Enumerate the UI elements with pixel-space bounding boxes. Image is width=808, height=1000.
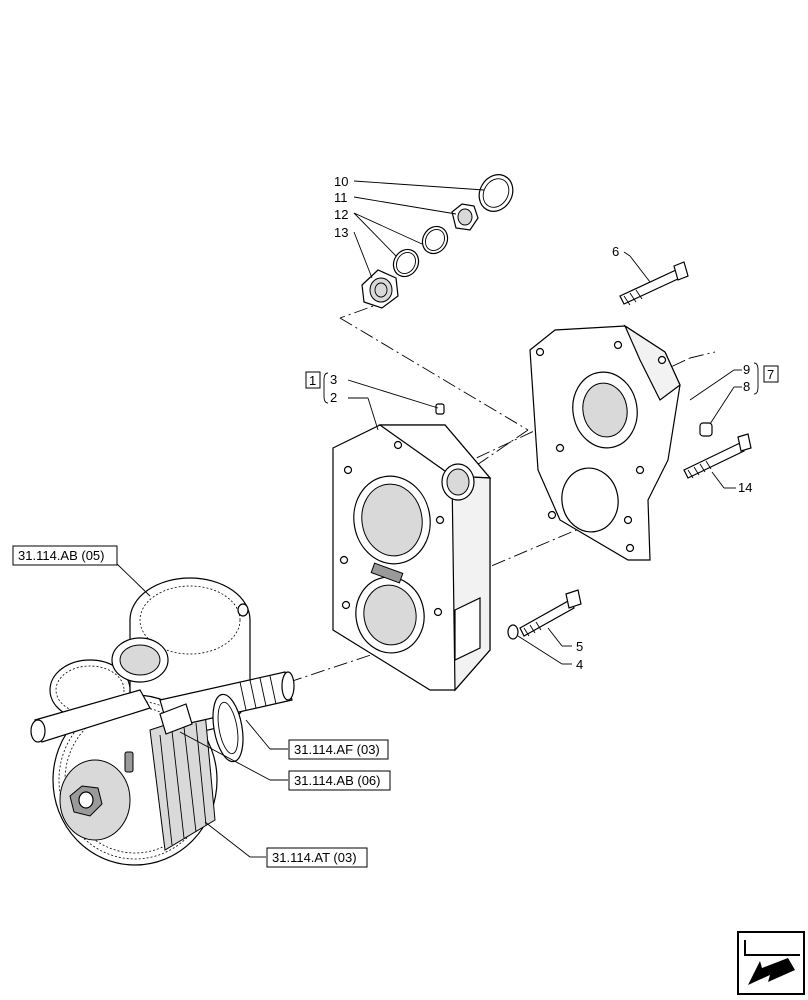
callout-6: 6 <box>612 244 619 259</box>
group-bracket-7 <box>753 362 779 395</box>
bushing-part-13 <box>361 269 399 309</box>
callout-5: 5 <box>576 639 583 654</box>
ref-link-31-114-ab-05[interactable]: 31.114.AB (05) <box>12 545 118 566</box>
callout-3: 3 <box>330 372 337 387</box>
callout-12: 12 <box>334 207 348 222</box>
callout-7: 7 <box>767 367 774 382</box>
o-ring-part-12a <box>421 225 449 255</box>
callout-8: 8 <box>743 379 750 394</box>
svg-text:31.114.AB (06): 31.114.AB (06) <box>294 773 380 788</box>
callout-13: 13 <box>334 225 348 240</box>
leader-lines <box>115 180 742 858</box>
callout-4: 4 <box>576 657 583 672</box>
gear-assembly <box>30 577 295 866</box>
arrow-icon[interactable] <box>737 931 805 995</box>
nut-part-11 <box>451 203 479 231</box>
callout-10: 10 <box>334 174 348 189</box>
ref-link-31-114-ab-06[interactable]: 31.114.AB (06) <box>288 770 391 791</box>
bolt-part-6 <box>619 261 689 306</box>
svg-text:31.114.AT (03): 31.114.AT (03) <box>272 850 357 865</box>
circlip-part-10 <box>478 174 514 212</box>
housing-part-2 <box>332 424 492 692</box>
o-ring-part-12b <box>392 248 420 278</box>
bolt-part-14 <box>683 433 752 479</box>
plug-part-8 <box>699 422 713 437</box>
callout-14: 14 <box>738 480 752 495</box>
washer-part-4 <box>507 624 519 640</box>
ref-link-31-114-af-03[interactable]: 31.114.AF (03) <box>288 739 389 760</box>
svg-text:31.114.AF (03): 31.114.AF (03) <box>294 742 380 757</box>
dowel-part-3 <box>435 403 445 415</box>
callout-2: 2 <box>330 390 337 405</box>
cover-part-7 <box>529 324 681 561</box>
callout-11: 11 <box>334 190 348 205</box>
callout-9: 9 <box>743 362 750 377</box>
group-bracket-1 <box>305 371 329 404</box>
callout-1: 1 <box>309 373 316 388</box>
ref-link-31-114-at-03[interactable]: 31.114.AT (03) <box>266 847 368 868</box>
bolt-part-5 <box>519 589 582 637</box>
svg-text:31.114.AB (05): 31.114.AB (05) <box>18 548 104 563</box>
